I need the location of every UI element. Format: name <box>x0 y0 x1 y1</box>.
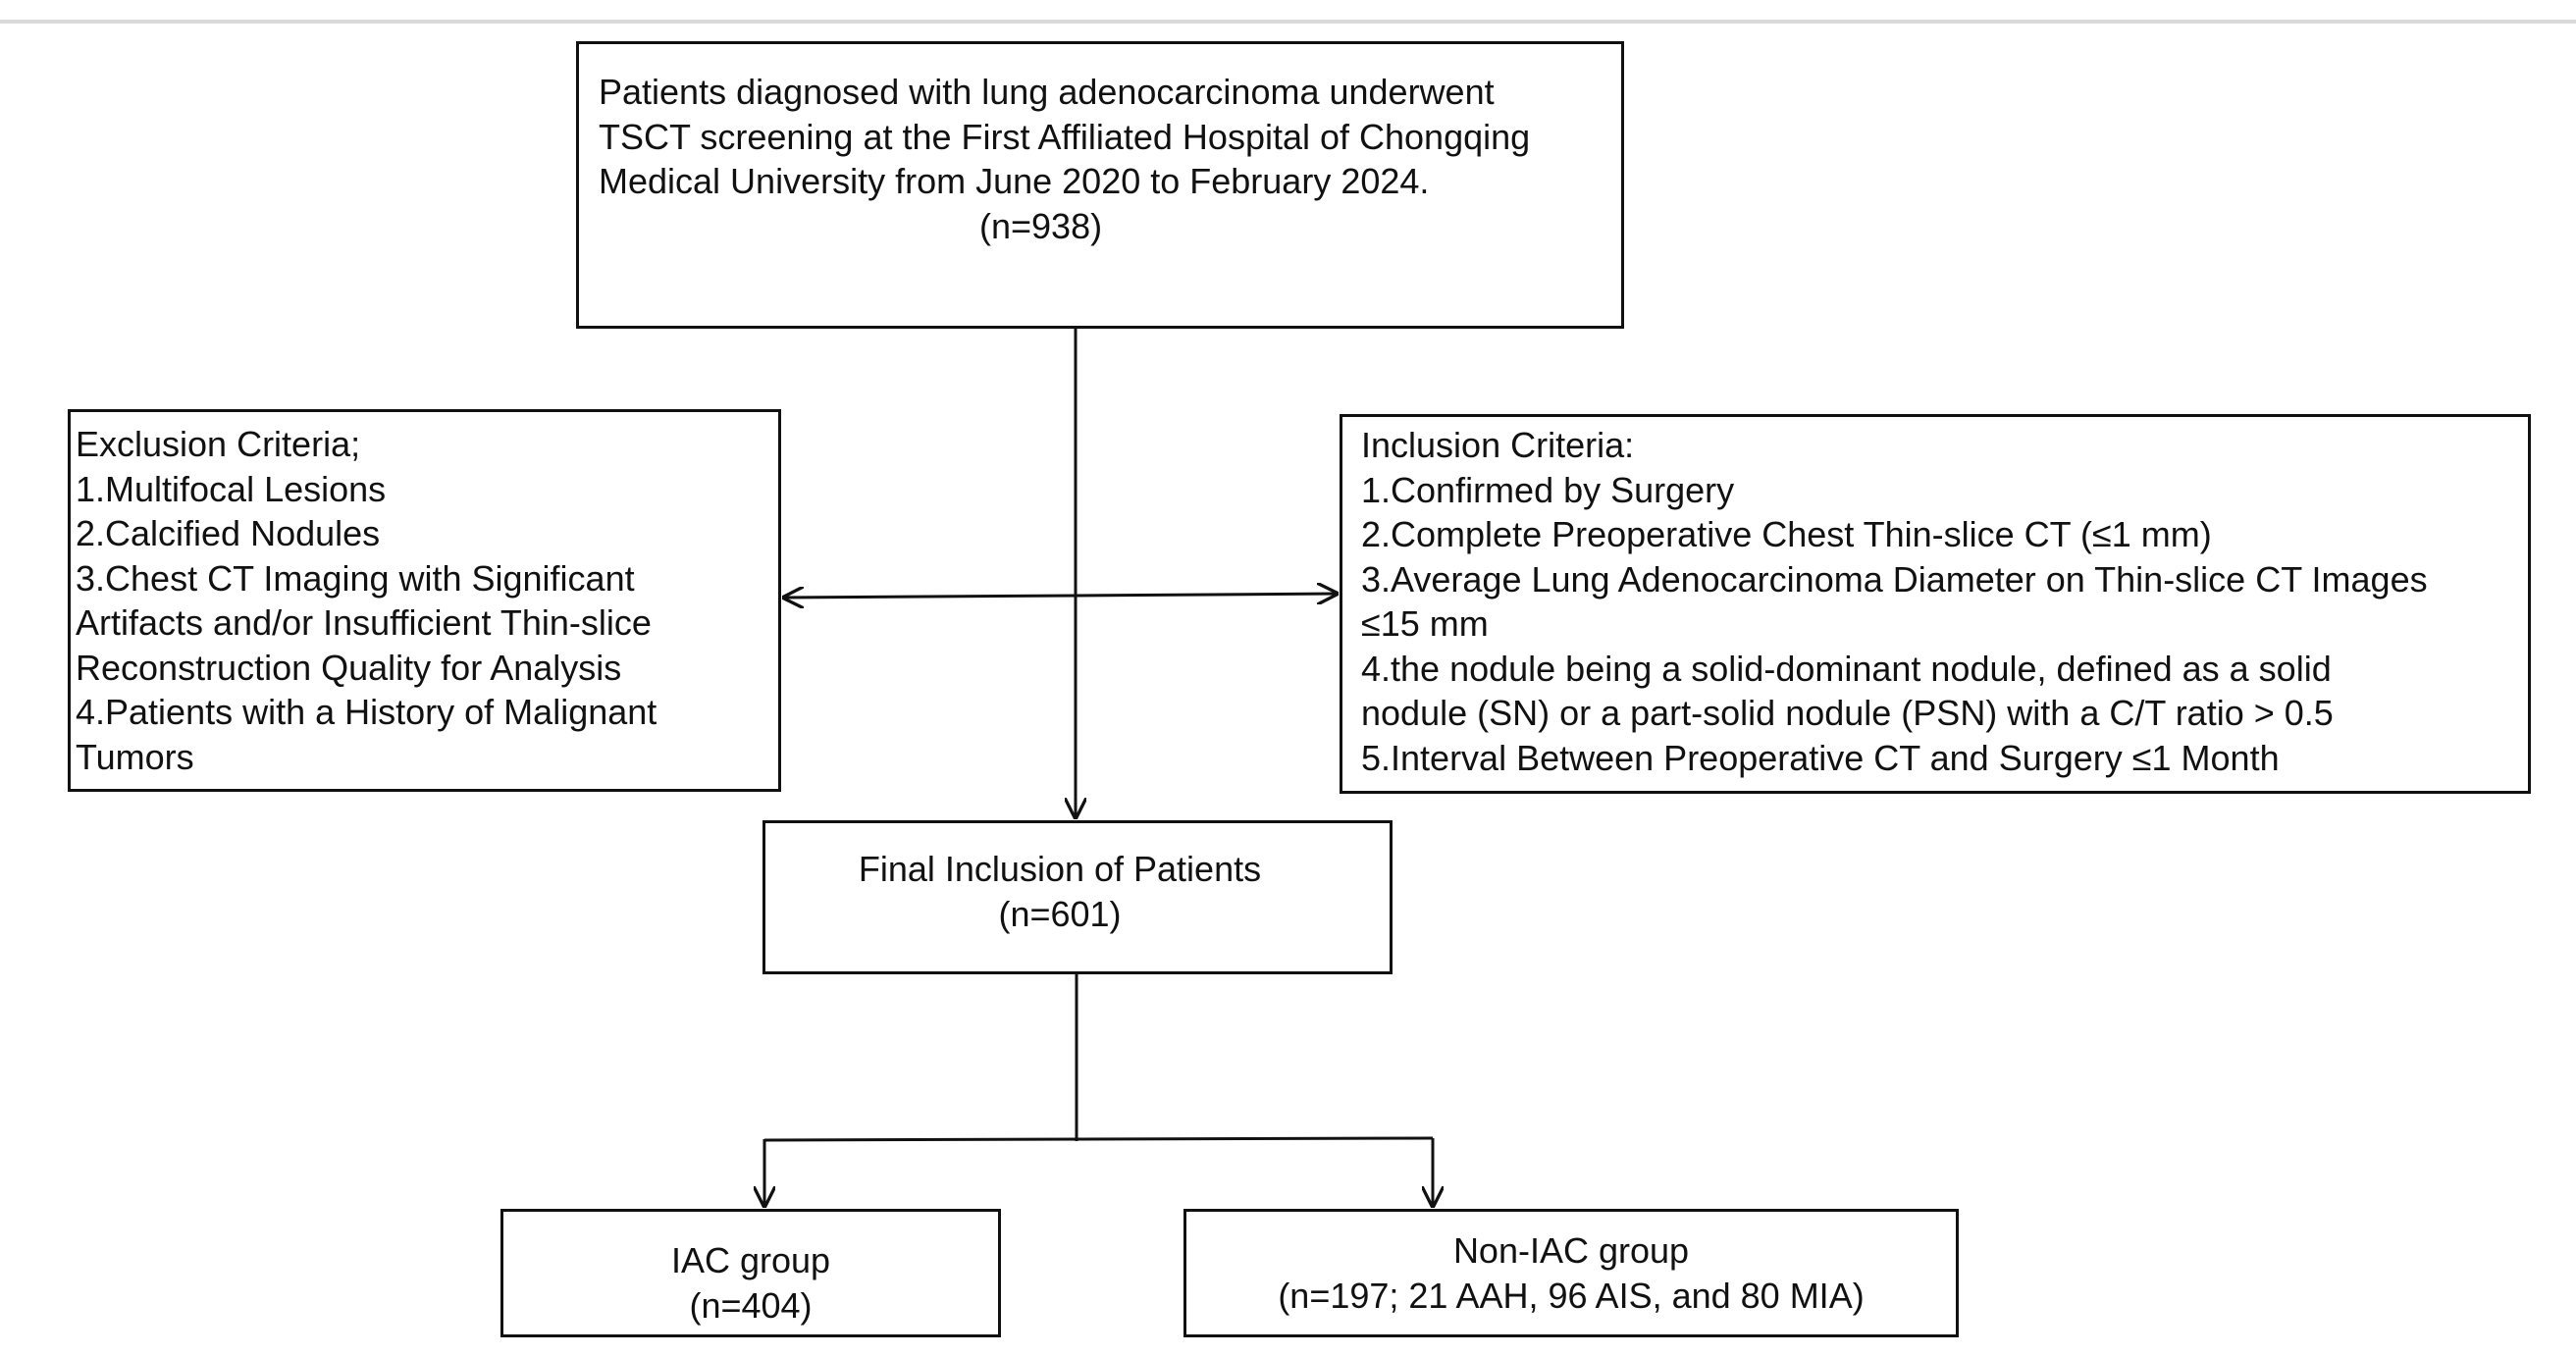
non-iac-count: (n=197; 21 AAH, 96 AIS, and 80 MIA) <box>1278 1275 1865 1316</box>
non-iac-group-box: Non-IAC group (n=197; 21 AAH, 96 AIS, an… <box>1183 1209 1959 1337</box>
inclusion-line: 4.the nodule being a solid-dominant nodu… <box>1361 648 2332 689</box>
source-line: Medical University from June 2020 to Feb… <box>599 161 1430 201</box>
exclusion-line: Artifacts and/or Insufficient Thin-slice <box>76 602 652 643</box>
inclusion-line: 1.Confirmed by Surgery <box>1361 469 1735 510</box>
exclusion-line: Tumors <box>76 736 194 777</box>
source-count: (n=938) <box>979 205 1103 246</box>
source-population-box: Patients diagnosed with lung adenocarcin… <box>576 41 1624 329</box>
inclusion-line: 5.Interval Between Preoperative CT and S… <box>1361 737 2280 778</box>
inclusion-line: nodule (SN) or a part-solid nodule (PSN)… <box>1361 693 2334 733</box>
connector-split-bar <box>763 1136 1434 1142</box>
exclusion-line: 3.Chest CT Imaging with Significant <box>76 557 635 599</box>
exclusion-line: 2.Calcified Nodules <box>76 513 381 553</box>
final-title: Final Inclusion of Patients <box>858 849 1262 889</box>
exclusion-line: 4.Patients with a History of Malignant <box>76 692 657 732</box>
inclusion-criteria-box: Inclusion Criteria: 1.Confirmed by Surge… <box>1340 414 2531 794</box>
inclusion-line: 3.Average Lung Adenocarcinoma Diameter o… <box>1361 558 2428 600</box>
inclusion-line: 2.Complete Preoperative Chest Thin-slice… <box>1361 514 2212 554</box>
inclusion-line: ≤15 mm <box>1361 603 1489 644</box>
arrow-to-inclusion <box>1075 594 1338 596</box>
non-iac-title: Non-IAC group <box>1452 1230 1690 1271</box>
exclusion-line: Reconstruction Quality for Analysis <box>76 647 622 688</box>
iac-title: IAC group <box>670 1240 831 1280</box>
exclusion-criteria-box: Exclusion Criteria; 1.Multifocal Lesions… <box>68 409 781 792</box>
exclusion-title: Exclusion Criteria; <box>76 424 361 464</box>
arrow-to-exclusion <box>783 596 1077 598</box>
iac-group-box: IAC group (n=404) <box>500 1209 1001 1337</box>
source-line: TSCT screening at the First Affiliated H… <box>599 116 1531 157</box>
top-rule <box>0 20 2576 24</box>
source-line: Patients diagnosed with lung adenocarcin… <box>599 72 1495 112</box>
exclusion-line: 1.Multifocal Lesions <box>76 468 387 509</box>
final-count: (n=601) <box>998 893 1122 934</box>
final-inclusion-box: Final Inclusion of Patients (n=601) <box>762 820 1393 974</box>
iac-count: (n=404) <box>689 1284 813 1326</box>
inclusion-title: Inclusion Criteria: <box>1361 425 1635 465</box>
